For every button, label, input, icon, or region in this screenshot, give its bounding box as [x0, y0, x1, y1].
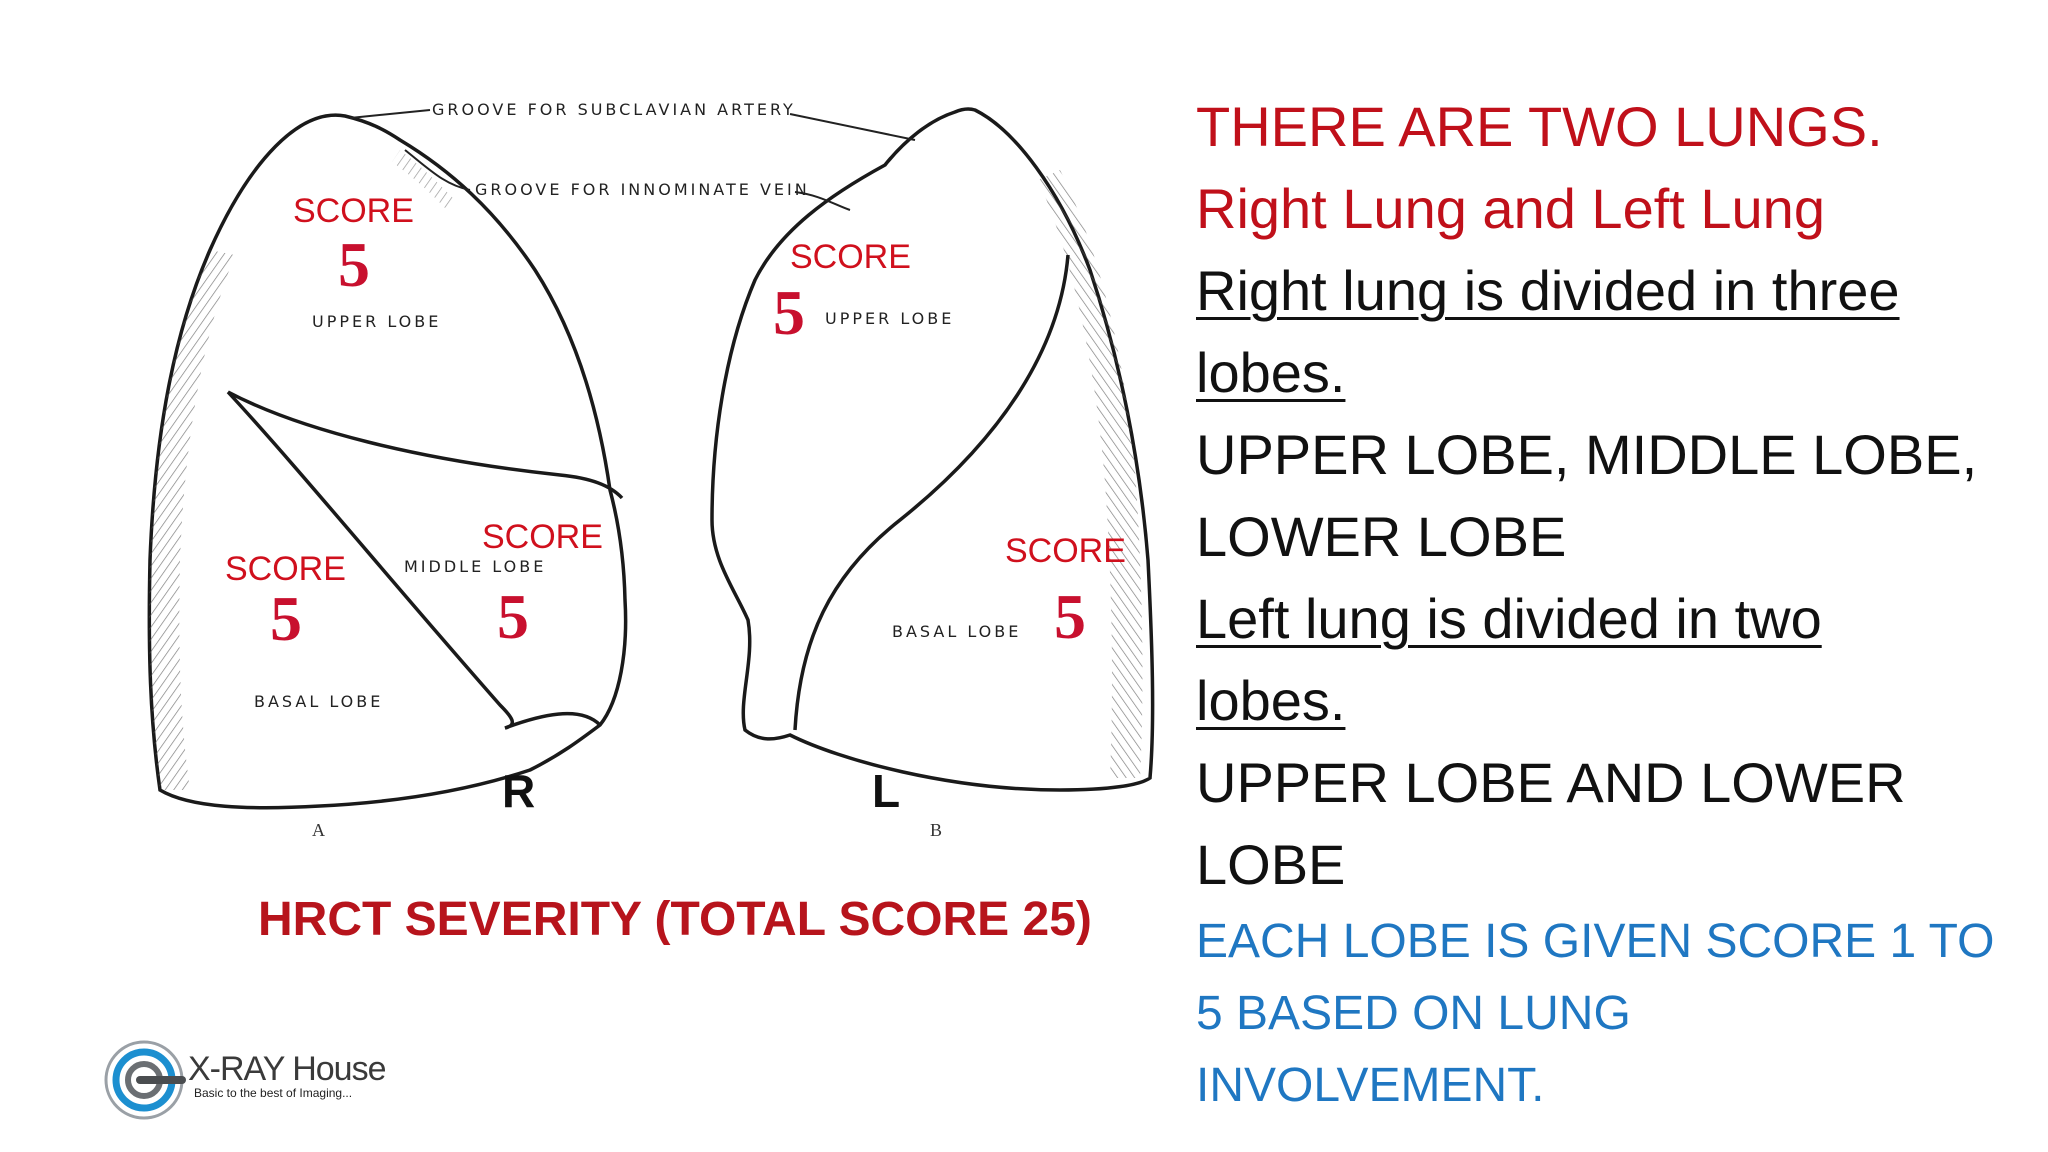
explanation-text-panel: THERE ARE TWO LUNGS. Right Lung and Left… [1196, 86, 2036, 1122]
left-figure-letter: B [930, 820, 943, 840]
right-lung-outline [147, 113, 628, 810]
right-upper-score-value: 5 [338, 229, 370, 300]
score-note-line3: INVOLVEMENT. [1196, 1059, 1545, 1112]
text-line-upper-middle-lobe: UPPER LOBE, MIDDLE LOBE, [1196, 423, 1978, 486]
xray-house-logo: X-RAY House Basic to the best of Imaging… [96, 1030, 456, 1130]
right-basal-lobe-label: BASAL LOBE [254, 692, 384, 711]
left-upper-score-value: 5 [773, 277, 805, 348]
text-line-two-lungs: THERE ARE TWO LUNGS. [1196, 95, 1883, 158]
text-line-lower-lobe: LOWER LOBE [1196, 505, 1567, 568]
text-line-left-lobes: lobes. [1196, 669, 1346, 732]
right-upper-score-label: SCORE [293, 192, 414, 230]
right-middle-score-label: SCORE [482, 518, 603, 556]
lung-diagram: GROOVE FOR SUBCLAVIAN ARTERY GROOVE FOR … [0, 0, 1170, 946]
right-basal-score-value: 5 [270, 583, 302, 654]
left-basal-lobe-label: BASAL LOBE [892, 622, 1022, 641]
innominate-leader-right [794, 191, 851, 211]
text-line-upper-and-lower: UPPER LOBE AND LOWER [1196, 751, 1906, 814]
left-lung-outline [710, 107, 1155, 792]
text-line-right-left-lung: Right Lung and Left Lung [1196, 177, 1825, 240]
left-side-letter: L [872, 765, 901, 817]
right-side-letter: R [502, 765, 536, 817]
text-line-lobe: LOBE [1196, 833, 1346, 896]
score-note-line1: EACH LOBE IS GIVEN SCORE 1 TO [1196, 915, 1995, 968]
left-upper-score-label: SCORE [790, 238, 911, 276]
text-line-right-lobes: lobes. [1196, 341, 1346, 404]
left-upper-lobe-label: UPPER LOBE [825, 309, 955, 328]
subclavian-leader-right [789, 113, 916, 141]
text-line-left-lung-divided: Left lung is divided in two [1196, 587, 1822, 650]
right-upper-lobe-label: UPPER LOBE [312, 312, 442, 331]
groove-innominate-label: GROOVE FOR INNOMINATE VEIN [475, 180, 810, 199]
logo-brand-name: X-RAY House [188, 1050, 386, 1088]
lung-drawing [147, 107, 1155, 810]
groove-subclavian-label: GROOVE FOR SUBCLAVIAN ARTERY [432, 100, 796, 119]
right-middle-lobe-label: MIDDLE LOBE [404, 557, 547, 576]
right-middle-score-value: 5 [497, 581, 529, 652]
right-figure-letter: A [312, 820, 325, 840]
left-basal-score-value: 5 [1054, 581, 1086, 652]
logo-emblem-icon [104, 1040, 186, 1120]
left-basal-score-label: SCORE [1005, 532, 1126, 570]
right-basal-score-label: SCORE [225, 550, 346, 588]
logo-tagline: Basic to the best of Imaging... [194, 1086, 353, 1100]
score-note-line2: 5 BASED ON LUNG [1196, 987, 1631, 1040]
hrct-severity-caption: HRCT SEVERITY (TOTAL SCORE 25) [258, 893, 1092, 946]
text-line-right-lung-divided: Right lung is divided in three [1196, 259, 1900, 322]
subclavian-leader-left [349, 109, 431, 119]
innominate-leader-left [404, 149, 471, 191]
